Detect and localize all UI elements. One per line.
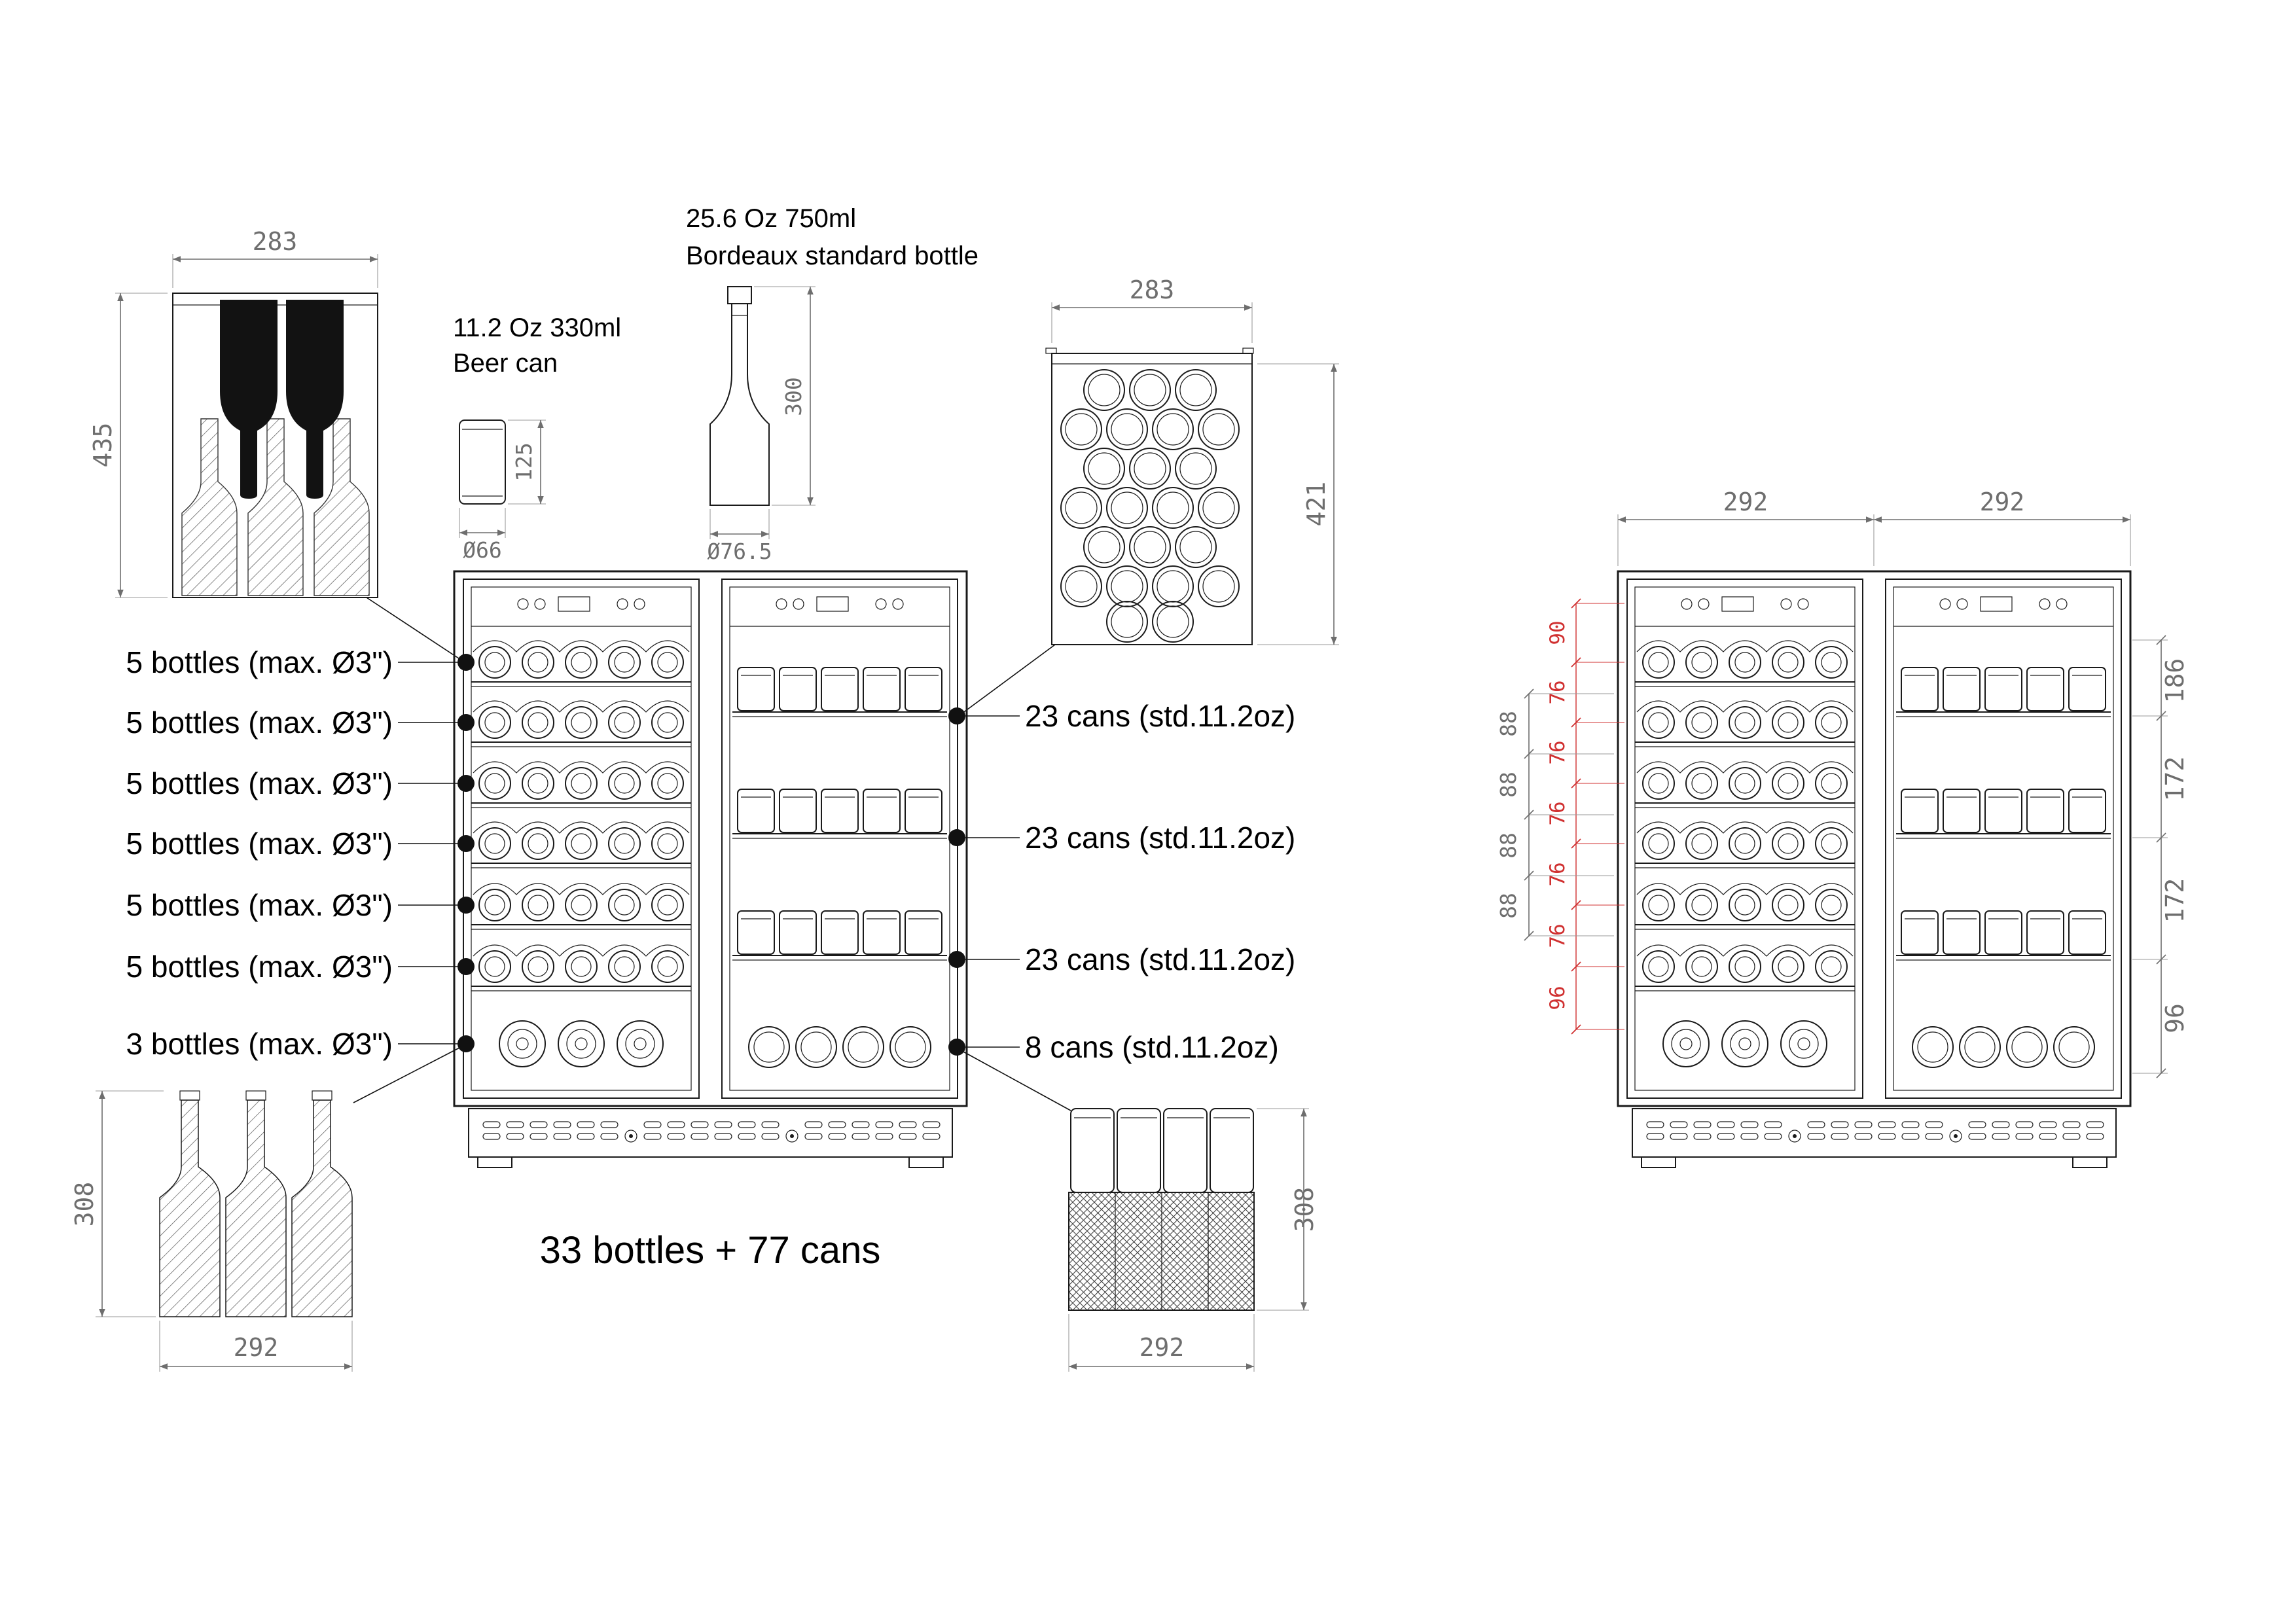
- callout-dot: [457, 775, 475, 792]
- shelf-label-bottles-1: 5 bottles (max. Ø3"): [126, 645, 393, 679]
- callout-dot: [948, 829, 965, 846]
- shelf-label-cans-1: 23 cans (std.11.2oz): [1025, 699, 1295, 733]
- right-unit-front-view: 292 292 90 76 76 76 76 76: [1496, 488, 2189, 1168]
- callout-dot: [457, 654, 475, 671]
- dim-bottles-height: 308: [70, 1182, 99, 1227]
- dim-left-door-width: 292: [1723, 488, 1768, 516]
- dim-cans-width: 292: [1139, 1333, 1185, 1362]
- can-shelf-top-view-detail: 283 421: [961, 276, 1339, 714]
- can-rack-detail: 308 292: [961, 1050, 1319, 1372]
- shelf-label-cans-bottom: 8 cans (std.11.2oz): [1025, 1030, 1279, 1064]
- dim-red-76-2: 76: [1546, 740, 1570, 764]
- callout-dot: [948, 951, 965, 968]
- dim-canshelf-width: 283: [1130, 276, 1175, 304]
- dim-172-1: 172: [2161, 757, 2189, 802]
- shelf-label-cans-2: 23 cans (std.11.2oz): [1025, 821, 1295, 855]
- dim-88-4: 88: [1496, 893, 1521, 919]
- dim-172-2: 172: [2161, 878, 2189, 923]
- dim-can-height: 125: [511, 442, 537, 482]
- callout-dot: [948, 707, 965, 724]
- dim-red-76-4: 76: [1546, 862, 1570, 886]
- dim-cans-height: 308: [1290, 1187, 1319, 1232]
- bordeaux-bottle-spec: 25.6 Oz 750ml Bordeaux standard bottle 3…: [686, 204, 978, 564]
- dim-88-2: 88: [1496, 772, 1521, 798]
- dim-rack-width: 283: [253, 227, 298, 256]
- callout-dot: [457, 958, 475, 975]
- shelf-label-bottles-2: 5 bottles (max. Ø3"): [126, 705, 393, 740]
- dim-red-90: 90: [1546, 620, 1570, 645]
- red-dimension-chain: 90 76 76 76 76 76 96: [1546, 598, 1624, 1035]
- dim-88-1: 88: [1496, 711, 1521, 737]
- shelf-label-bottles-6: 5 bottles (max. Ø3"): [126, 950, 393, 984]
- shelf-label-bottles-3: 5 bottles (max. Ø3"): [126, 766, 393, 800]
- total-capacity-label: 33 bottles + 77 cans: [540, 1229, 881, 1272]
- dim-96: 96: [2161, 1003, 2189, 1033]
- left-black-dimension-chain: 88 88 88 88: [1496, 688, 1614, 941]
- dim-186: 186: [2161, 658, 2189, 704]
- dim-rack-height: 435: [88, 423, 117, 468]
- callout-dot: [948, 1039, 965, 1056]
- shelf-label-bottles-4: 5 bottles (max. Ø3"): [126, 827, 393, 861]
- inverted-bottle-rack-detail: 283 435: [88, 227, 461, 660]
- dim-bottle-diameter: Ø76.5: [707, 539, 772, 564]
- beer-can-size-label: 11.2 Oz 330ml: [453, 313, 621, 342]
- beer-can-name-label: Beer can: [453, 349, 558, 378]
- dim-canshelf-depth: 421: [1302, 482, 1331, 527]
- left-shelf-callouts: 5 bottles (max. Ø3") 5 bottles (max. Ø3"…: [126, 645, 475, 1061]
- dim-red-76-1: 76: [1546, 680, 1570, 704]
- callout-dot: [457, 714, 475, 731]
- shelf-label-bottles-bottom: 3 bottles (max. Ø3"): [126, 1027, 393, 1061]
- three-bottle-detail: 308 292: [70, 1046, 461, 1372]
- dim-bottle-height: 300: [781, 377, 806, 416]
- shelf-label-bottles-5: 5 bottles (max. Ø3"): [126, 888, 393, 922]
- bordeaux-name-label: Bordeaux standard bottle: [686, 241, 978, 270]
- dim-red-76-3: 76: [1546, 801, 1570, 825]
- dim-right-door-width: 292: [1980, 488, 2025, 516]
- callout-dot: [457, 1035, 475, 1052]
- shelf-label-cans-3: 23 cans (std.11.2oz): [1025, 942, 1295, 976]
- dim-bottles-width: 292: [234, 1333, 279, 1362]
- dim-red-96: 96: [1546, 986, 1570, 1010]
- callout-dot: [457, 897, 475, 914]
- callout-dot: [457, 835, 475, 852]
- right-shelf-callouts: 23 cans (std.11.2oz) 23 cans (std.11.2oz…: [948, 699, 1295, 1064]
- bordeaux-size-label: 25.6 Oz 750ml: [686, 204, 856, 233]
- dim-88-3: 88: [1496, 832, 1521, 859]
- dim-can-diameter: Ø66: [463, 537, 502, 563]
- right-dimension-chain: 186 172 172 96: [2132, 635, 2189, 1079]
- beer-can-spec: 11.2 Oz 330ml Beer can 125 Ø66: [453, 313, 621, 563]
